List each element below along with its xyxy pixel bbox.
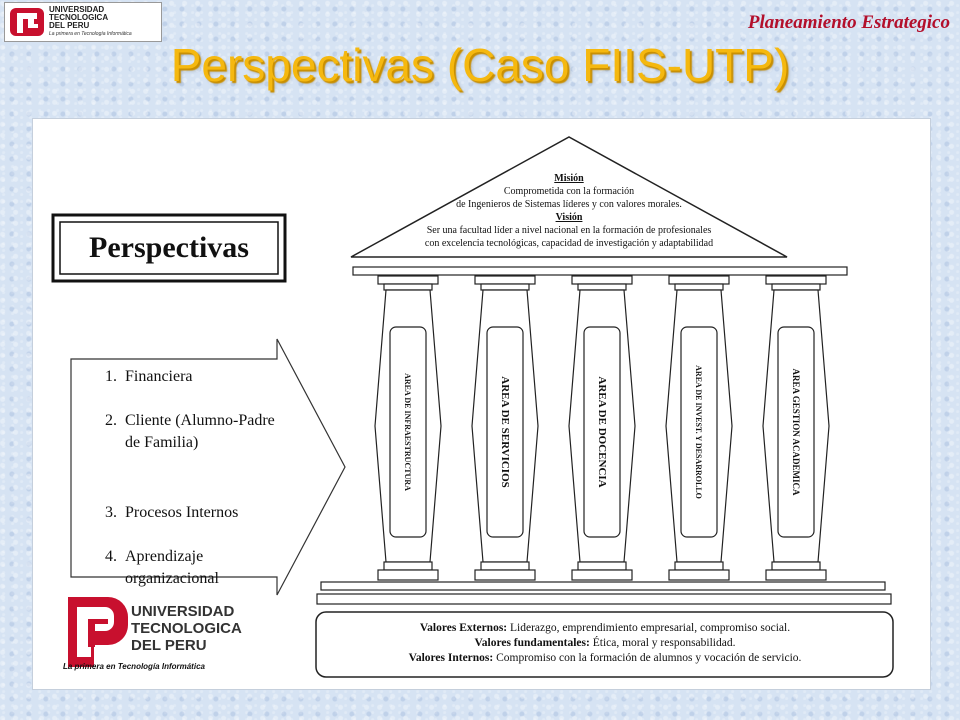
perspective-number: 4. <box>105 548 117 565</box>
perspective-item-text: de Familia) <box>125 434 198 451</box>
pillar: AREA DE SERVICIOS <box>471 275 539 581</box>
mision-label: Misión <box>554 173 584 184</box>
pillar-label: AREA GESTION ACADEMICA <box>791 368 801 496</box>
pillar: AREA DE INVEST. Y DESARROLLO <box>665 275 733 581</box>
perspectivas-box-label: Perspectivas <box>89 231 249 264</box>
university-logo: UNIVERSIDAD TECNOLOGICA DEL PERU La prim… <box>4 2 162 42</box>
value-line: Valores Internos: Compromiso con la form… <box>409 652 802 664</box>
value-text: Ética, moral y responsabilidad. <box>590 635 736 649</box>
course-label: Planeamiento Estrategico <box>747 12 950 33</box>
values-box <box>315 611 894 678</box>
perspective-item-text: organizacional <box>125 570 219 587</box>
temple-roof <box>350 136 848 276</box>
perspective-number: 1. <box>105 368 117 385</box>
mision-text: de Ingenieros de Sistemas líderes y con … <box>456 199 682 210</box>
value-text: Compromiso con la formación de alumnos y… <box>493 652 801 664</box>
temple-base <box>316 581 892 605</box>
pillar: AREA GESTION ACADEMICA <box>762 275 830 581</box>
perspective-item-text: Cliente (Alumno-Padre <box>125 412 275 429</box>
perspectives-list: 1. Financiera 2. Cliente (Alumno-Padre de Fa… <box>105 368 275 587</box>
slide-title: Perspectivas (Caso FIIS-UTP) <box>170 39 790 91</box>
pillar-label: AREA DE INFRAESTRUCTURA <box>403 373 412 491</box>
perspective-item-text: Aprendizaje <box>125 548 203 565</box>
value-label: Valores Externos: <box>420 622 507 634</box>
vision-text: Ser una facultad líder a nivel nacional … <box>427 225 712 236</box>
value-label: Valores Internos: <box>409 652 494 664</box>
utp-logo-icon <box>10 8 44 36</box>
perspective-number: 2. <box>105 412 117 429</box>
value-line: Valores fundamentales: Ética, moral y re… <box>475 635 736 649</box>
temple-pillars: AREA DE INFRAESTRUCTURA AREA DE SERVICIOS… <box>374 275 830 581</box>
diagram-panel: Perspectivas 1. Financiera 2. Cliente (Alum… <box>32 118 931 690</box>
pillar: AREA DE INFRAESTRUCTURA <box>374 275 442 581</box>
pillar-label: AREA DE DOCENCIA <box>596 376 608 487</box>
pillar: AREA DE DOCENCIA <box>568 275 636 581</box>
value-text: Liderazgo, emprendimiento empresarial, c… <box>507 622 790 634</box>
pillar-label: AREA DE INVEST. Y DESARROLLO <box>694 365 703 499</box>
values-text: Valores Externos: Liderazgo, emprendimie… <box>409 622 802 664</box>
perspective-number: 3. <box>105 504 117 521</box>
perspective-item-text: Procesos Internos <box>125 504 238 521</box>
value-label: Valores fundamentales: <box>475 637 590 649</box>
footer-logo-slogan: La primera en Tecnología Informática <box>63 662 206 671</box>
footer-logo-name-line: UNIVERSIDAD <box>131 603 235 620</box>
logo-university-name: UNIVERSIDAD TECNOLOGICA DEL PERU <box>49 5 109 30</box>
value-line: Valores Externos: Liderazgo, emprendimie… <box>420 622 790 634</box>
vision-text: con excelencia tecnológicas, capacidad d… <box>425 238 713 249</box>
perspectives-arrow <box>70 338 346 596</box>
strategy-temple-diagram: Perspectivas 1. Financiera 2. Cliente (Alum… <box>51 136 894 678</box>
footer-utp-logo-icon <box>68 597 128 667</box>
pillar-label: AREA DE SERVICIOS <box>499 376 511 487</box>
perspectivas-box: Perspectivas <box>51 213 287 283</box>
logo-slogan: La primera en Tecnología Informática <box>49 31 132 37</box>
footer-logo-name-line: DEL PERU <box>131 637 207 654</box>
mision-text: Comprometida con la formación <box>504 186 634 197</box>
vision-label: Visión <box>556 212 583 223</box>
perspective-item-text: Financiera <box>125 368 193 385</box>
footer-logo-name-line: TECNOLOGICA <box>131 620 242 637</box>
